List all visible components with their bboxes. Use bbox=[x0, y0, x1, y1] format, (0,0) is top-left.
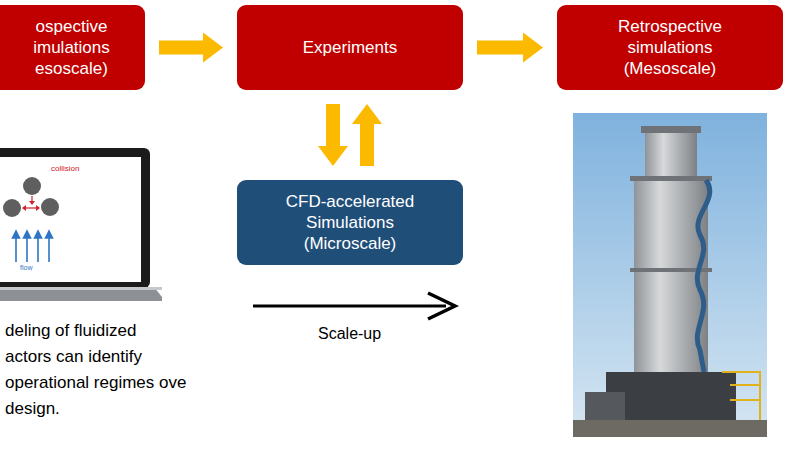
particle bbox=[3, 199, 21, 217]
tower-ring bbox=[630, 176, 712, 181]
process-box: Retrospective simulations (Mesoscale) bbox=[557, 5, 783, 90]
box-text: Experiments bbox=[303, 37, 397, 58]
collision-arrow bbox=[22, 205, 26, 211]
box-text: CFD-accelerated Simulations (Microscale) bbox=[270, 191, 430, 255]
tower-top bbox=[645, 132, 697, 180]
laptop-screen bbox=[0, 157, 141, 282]
tower-base bbox=[606, 372, 736, 422]
process-box: Experiments bbox=[237, 5, 463, 90]
process-box: ospective imulations esoscale) bbox=[0, 5, 145, 90]
illustration-label: flow bbox=[20, 264, 32, 272]
arrow-head bbox=[428, 293, 455, 319]
process-box: CFD-accelerated Simulations (Microscale) bbox=[237, 180, 463, 265]
laptop-hinge bbox=[0, 287, 162, 290]
spiral-stair bbox=[697, 180, 709, 372]
collision-arrow bbox=[36, 205, 40, 211]
tower-railing bbox=[641, 126, 701, 133]
particle bbox=[41, 198, 59, 216]
illustration-label: collision bbox=[51, 165, 79, 174]
flow-arrow bbox=[352, 104, 382, 166]
particle bbox=[23, 177, 41, 195]
arrow-line bbox=[253, 305, 446, 308]
flow-arrow bbox=[159, 33, 223, 63]
collision-arrow bbox=[24, 207, 38, 208]
description-text: deling of fluidized actors can identify … bbox=[5, 318, 187, 422]
flow-arrow bbox=[477, 33, 543, 63]
flow-arrow bbox=[318, 104, 348, 166]
box-text: ospective imulations esoscale) bbox=[7, 16, 137, 80]
arrow-label: Scale-up bbox=[318, 324, 381, 343]
ground bbox=[573, 420, 767, 437]
sky bbox=[573, 113, 767, 437]
flow-arrows bbox=[13, 231, 53, 262]
box-text: Retrospective simulations (Mesoscale) bbox=[590, 16, 750, 80]
yellow-railing bbox=[722, 372, 760, 420]
laptop-screen-frame bbox=[0, 148, 150, 288]
collision-arrow bbox=[29, 201, 35, 205]
laptop-base bbox=[0, 287, 162, 301]
